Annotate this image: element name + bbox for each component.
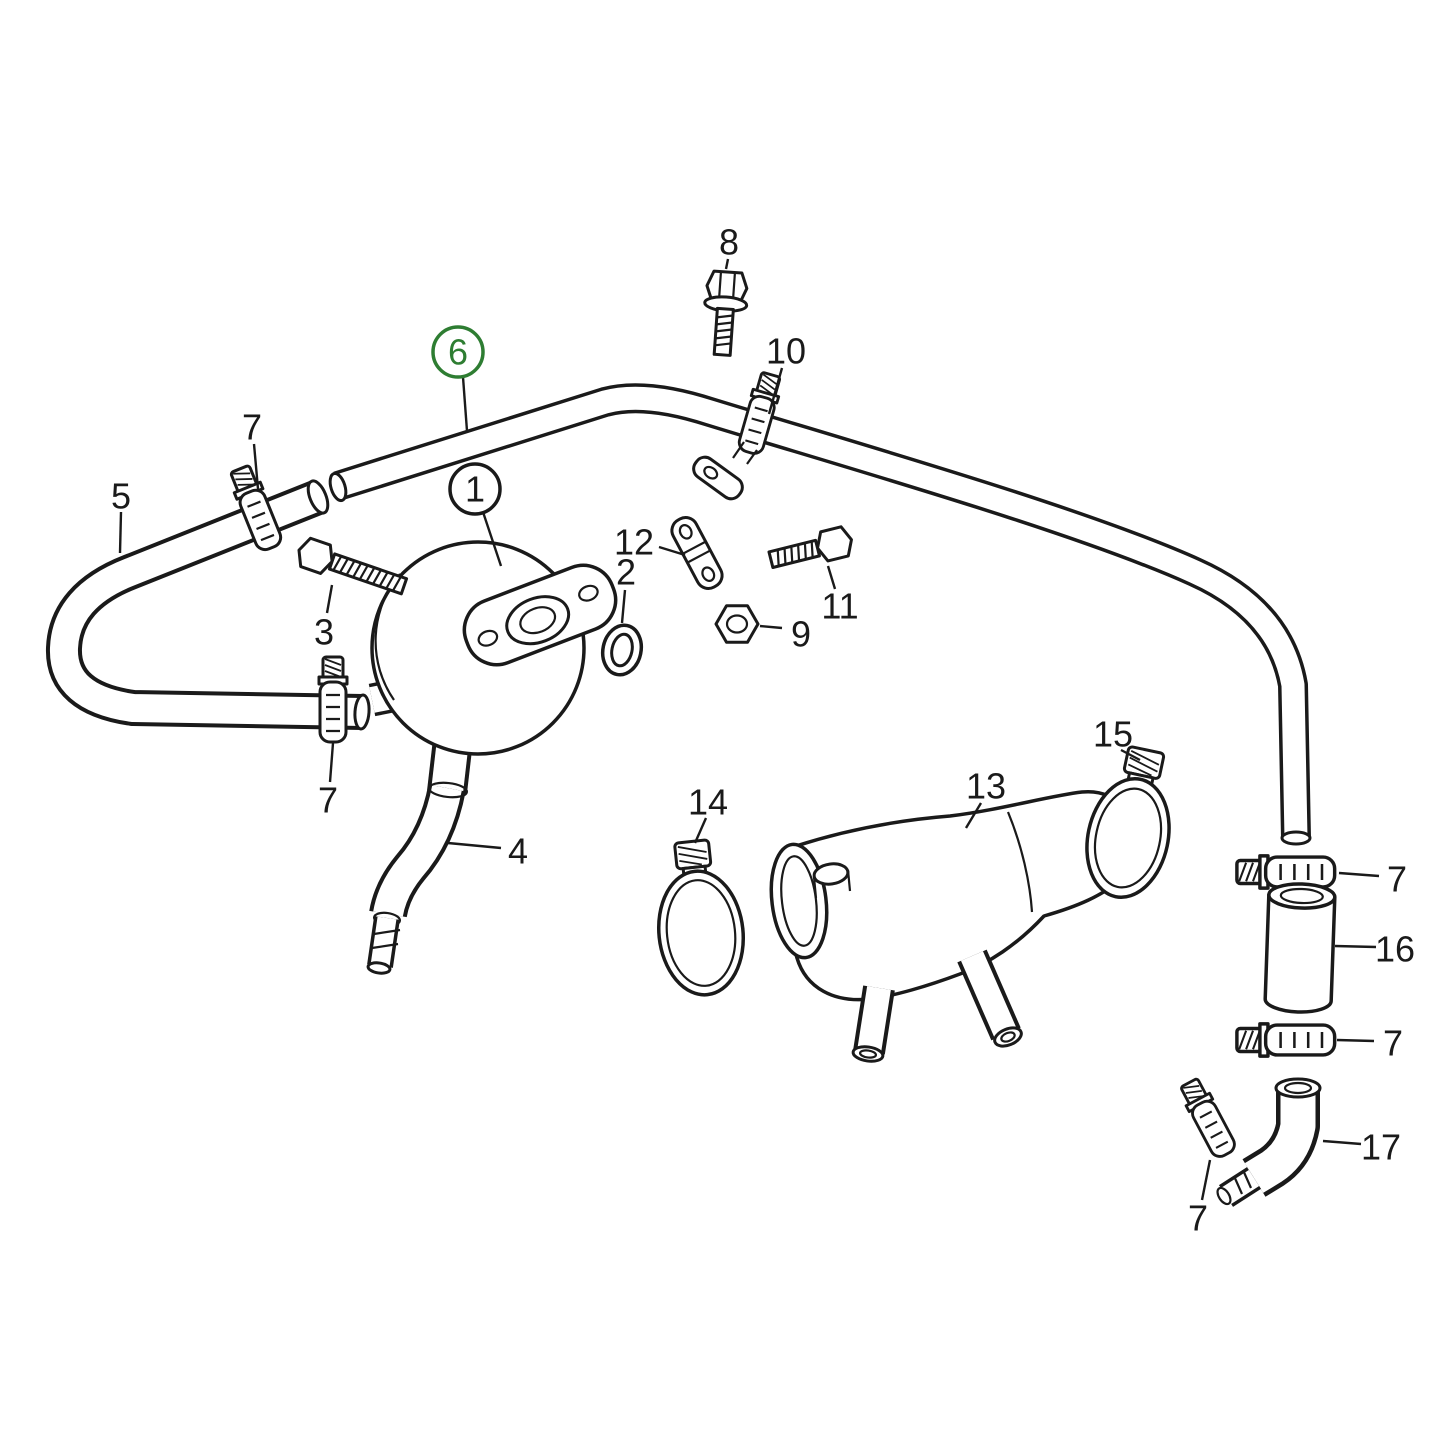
callout-6-2[interactable]: 6: [431, 325, 485, 432]
part-11-bolt: [767, 525, 853, 569]
callout-16-17[interactable]: 16: [1334, 929, 1415, 970]
part-16-hose: [1263, 882, 1337, 1014]
part-7-clamp-right-middle: [1235, 1022, 1337, 1058]
callout-leader-line: [325, 584, 334, 614]
callout-17-19[interactable]: 17: [1322, 1127, 1401, 1168]
callout-leader-line: [252, 443, 260, 490]
part-9-nut: [714, 604, 760, 644]
callout-leader-line: [328, 742, 335, 783]
callout-number: 11: [821, 586, 858, 627]
hose-open-end: [1280, 830, 1312, 846]
callout-leader-line: [693, 817, 708, 844]
callout-number: 2: [616, 552, 636, 593]
callout-leader-line: [1336, 1038, 1375, 1043]
callout-number: 17: [1361, 1127, 1401, 1168]
callout-leader-line: [118, 511, 123, 554]
callout-circle: [431, 325, 485, 379]
callout-number: 7: [1188, 1198, 1208, 1239]
callout-number: 16: [1375, 929, 1415, 970]
callout-leader-line: [1120, 748, 1141, 762]
part-4-elbow-hose: [366, 781, 469, 975]
callout-leader-line: [964, 802, 983, 829]
part-13-housing: [769, 789, 1140, 1063]
part-14-clamp: [656, 838, 746, 997]
callout-14-14[interactable]: 14: [688, 782, 728, 844]
callout-leader-line: [447, 841, 502, 850]
callout-7-20[interactable]: 7: [1188, 1159, 1212, 1239]
callout-12-6[interactable]: 12: [614, 522, 686, 563]
hose-open-end: [306, 479, 330, 515]
callout-2-7[interactable]: 2: [616, 552, 636, 624]
callout-10-1[interactable]: 10: [766, 331, 806, 415]
callout-13-13[interactable]: 13: [964, 766, 1006, 829]
callout-4-15[interactable]: 4: [447, 831, 528, 872]
callout-number: 10: [766, 331, 806, 372]
part-7-clamp-left-bottom: [317, 655, 349, 744]
part-10-clamp-bracket: [692, 369, 786, 501]
callout-leader-line: [1338, 871, 1380, 878]
hose-open-end: [328, 471, 348, 503]
callout-number: 1: [465, 469, 485, 510]
callout-circle: [448, 462, 502, 516]
callout-7-3[interactable]: 7: [242, 407, 262, 490]
callout-leader-line: [461, 376, 469, 432]
callout-leader-line: [1322, 1139, 1362, 1146]
callout-leader-line: [759, 624, 783, 630]
callout-7-16[interactable]: 7: [1338, 859, 1407, 900]
callout-number: 12: [614, 522, 654, 563]
callout-number: 6: [448, 332, 468, 373]
part-15-clamp: [1085, 745, 1171, 900]
callout-number: 8: [719, 222, 739, 263]
callout-number: 5: [111, 476, 131, 517]
callout-9-10[interactable]: 9: [759, 614, 811, 655]
callout-5-4[interactable]: 5: [111, 476, 131, 554]
callout-7-11[interactable]: 7: [318, 742, 338, 821]
callout-leader-line: [1334, 944, 1377, 949]
callout-11-9[interactable]: 11: [821, 565, 859, 627]
callout-1-5[interactable]: 1: [448, 462, 503, 567]
callout-number: 9: [791, 614, 811, 655]
callout-leader-line: [658, 545, 686, 557]
callout-15-12[interactable]: 15: [1093, 714, 1141, 762]
hose-open-end: [353, 693, 371, 731]
callout-8-0[interactable]: 8: [719, 222, 739, 270]
part-5-hose: [46, 479, 371, 731]
callout-leader-line: [620, 589, 627, 624]
part-8-bolt: [703, 269, 749, 357]
callout-leader-line: [481, 511, 503, 567]
callout-number: 7: [1387, 859, 1407, 900]
part-6-hose: [328, 383, 1312, 846]
callout-7-18[interactable]: 7: [1336, 1023, 1403, 1064]
callout-number: 13: [966, 766, 1006, 807]
part-3-bolt: [297, 536, 409, 596]
callout-leader-line: [724, 258, 730, 270]
part-2-oring: [600, 623, 644, 677]
callout-3-8[interactable]: 3: [314, 584, 334, 653]
callout-number: 15: [1093, 714, 1133, 755]
callout-number: 14: [688, 782, 728, 823]
part-1-valve-body: [370, 540, 618, 756]
callout-number: 7: [242, 407, 262, 448]
callout-number: 3: [314, 612, 334, 653]
callout-number: 7: [318, 780, 338, 821]
part-1-flange: [462, 563, 618, 667]
callout-number: 7: [1383, 1023, 1403, 1064]
part-12-bracket: [670, 516, 724, 590]
callout-leader-line: [826, 565, 837, 590]
part-7-clamp-bottom: [1175, 1075, 1240, 1162]
callout-number: 4: [508, 831, 528, 872]
callout-leader-line: [1200, 1159, 1212, 1201]
callout-leader-line: [767, 367, 784, 415]
part-17-elbow-fitting: [1216, 1077, 1322, 1207]
